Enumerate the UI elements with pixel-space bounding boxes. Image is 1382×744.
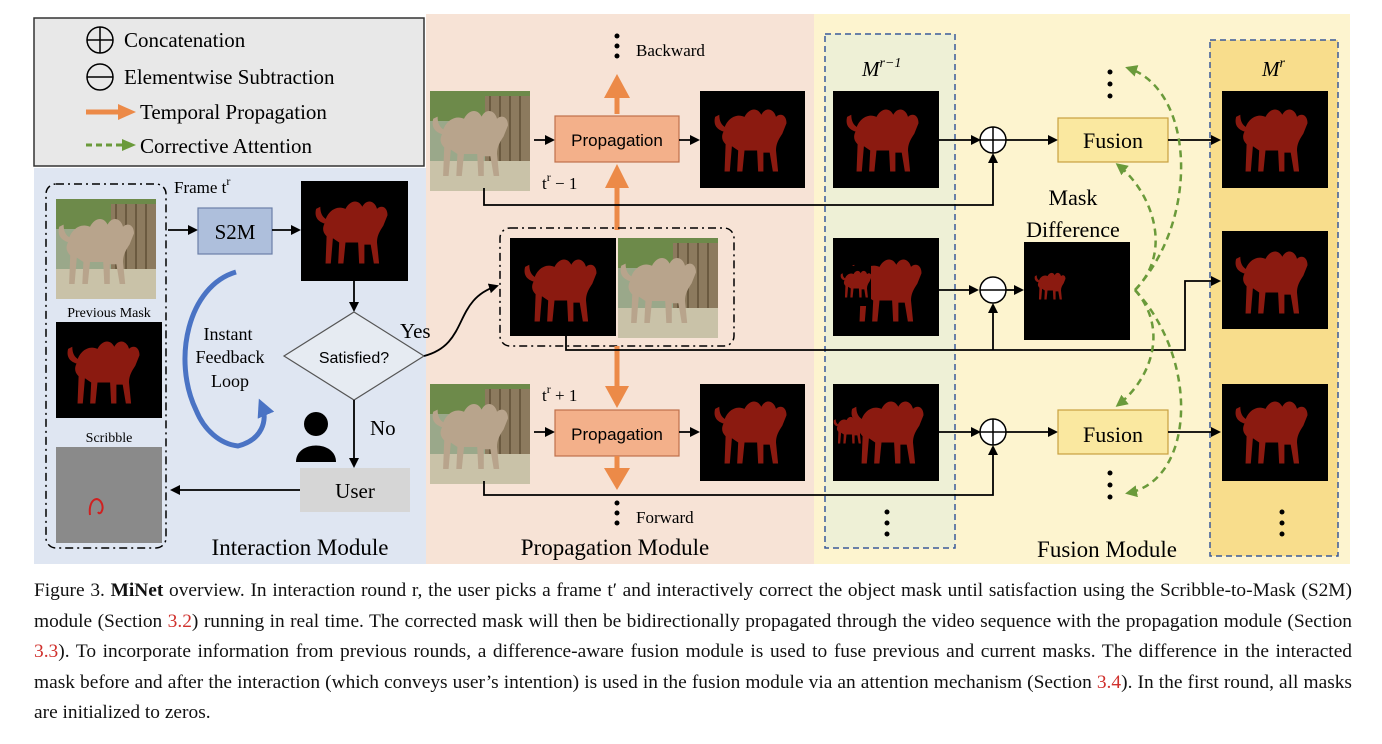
legend-corrective: Corrective Attention	[140, 134, 313, 158]
caption-part3: ). To incorporate information from previ…	[34, 641, 1352, 693]
concat-node-top	[979, 126, 1007, 154]
scribble-image	[56, 447, 162, 543]
backward-dots	[614, 33, 620, 59]
propagation-title: Propagation Module	[521, 535, 709, 560]
previous-mask-label: Previous Mask	[67, 306, 151, 321]
green-dash-arrow-icon	[86, 139, 136, 151]
cur-column-dots	[1279, 509, 1285, 537]
fusion-bottom-dots	[1107, 470, 1113, 500]
orange-up-arrow	[605, 164, 629, 230]
mask-difference-line2: Difference	[1026, 217, 1120, 242]
propagation-block-top	[554, 115, 680, 163]
frame-t-minus-image	[430, 91, 530, 191]
propagation-block-bottom	[554, 409, 680, 457]
scribble-stroke	[88, 498, 104, 516]
backward-label: Backward	[636, 41, 705, 60]
caption-part4: ). In the first round, all masks are ini…	[34, 671, 1352, 724]
fusion-label-bottom: Fusion	[1083, 422, 1143, 447]
mask-difference-line1: Mask	[1049, 185, 1098, 210]
caption-prefix: Figure 3.	[34, 580, 111, 601]
caption-part2: ) running in real time. The corrected ma…	[191, 610, 1353, 632]
propagation-label-bottom: Propagation	[571, 425, 663, 444]
concatenation-icon	[86, 26, 114, 54]
legend: Concatenation Elementwise Subtraction Te…	[33, 17, 425, 167]
interacted-frame-image	[618, 238, 718, 338]
yes-label: Yes	[400, 319, 431, 343]
corrective-attention-arrows	[1115, 65, 1183, 498]
m-cur-label: Mr	[1261, 56, 1286, 81]
concat-node-bottom	[979, 418, 1007, 446]
propagation-label-top: Propagation	[571, 131, 663, 150]
t-plus-label: tr + 1	[542, 382, 577, 405]
user-label: User	[335, 479, 375, 503]
caption-ref-3-2[interactable]: 3.2	[167, 610, 192, 632]
caption-ref-3-3[interactable]: 3.3	[34, 641, 59, 662]
frame-label: Frame tr	[174, 174, 230, 197]
interaction-title: Interaction Module	[212, 535, 389, 560]
minet-diagram: Concatenation Elementwise Subtraction Te…	[33, 14, 1350, 564]
forward-arrow	[604, 456, 630, 490]
caption-ref-3-4[interactable]: 3.4	[1096, 671, 1122, 693]
user-icon	[296, 412, 336, 462]
forward-label: Forward	[636, 508, 694, 527]
loop-line2: Feedback	[196, 347, 265, 367]
fusion-top-dots	[1107, 69, 1113, 99]
orange-down-arrow	[605, 346, 629, 408]
subtraction-icon	[86, 63, 114, 91]
caption-bold: MiNet	[110, 580, 164, 601]
input-stack-box	[45, 183, 167, 549]
satisfied-label: Satisfied?	[319, 350, 389, 367]
no-label: No	[370, 416, 396, 440]
s2m-block	[197, 207, 273, 255]
fusion-label-top: Fusion	[1083, 128, 1143, 153]
orange-arrow-icon	[86, 104, 136, 120]
user-block	[300, 468, 410, 512]
loop-line3: Loop	[211, 371, 249, 391]
feedback-loop-icon	[182, 269, 275, 449]
legend-temporal: Temporal Propagation	[140, 100, 327, 124]
caption-part1: overview. In interaction round r, the us…	[34, 580, 1352, 632]
forward-dots	[614, 500, 620, 526]
scribble-label: Scribble	[86, 431, 133, 446]
s2m-label: S2M	[215, 220, 256, 244]
frame-t-plus-image	[430, 384, 530, 484]
subtract-node	[979, 276, 1007, 304]
loop-line1: Instant	[204, 324, 253, 344]
backward-arrow	[604, 74, 630, 114]
legend-concatenation: Concatenation	[124, 28, 246, 52]
prev-column-dots	[884, 509, 890, 537]
t-minus-label: tr − 1	[542, 170, 577, 193]
fusion-title: Fusion Module	[1037, 537, 1177, 562]
legend-subtraction: Elementwise Subtraction	[124, 65, 335, 89]
input-frame-image	[56, 199, 156, 299]
m-prev-label: Mr−1	[861, 56, 901, 81]
figure-caption: Figure 3. MiNet overview. In interaction…	[34, 576, 1352, 729]
